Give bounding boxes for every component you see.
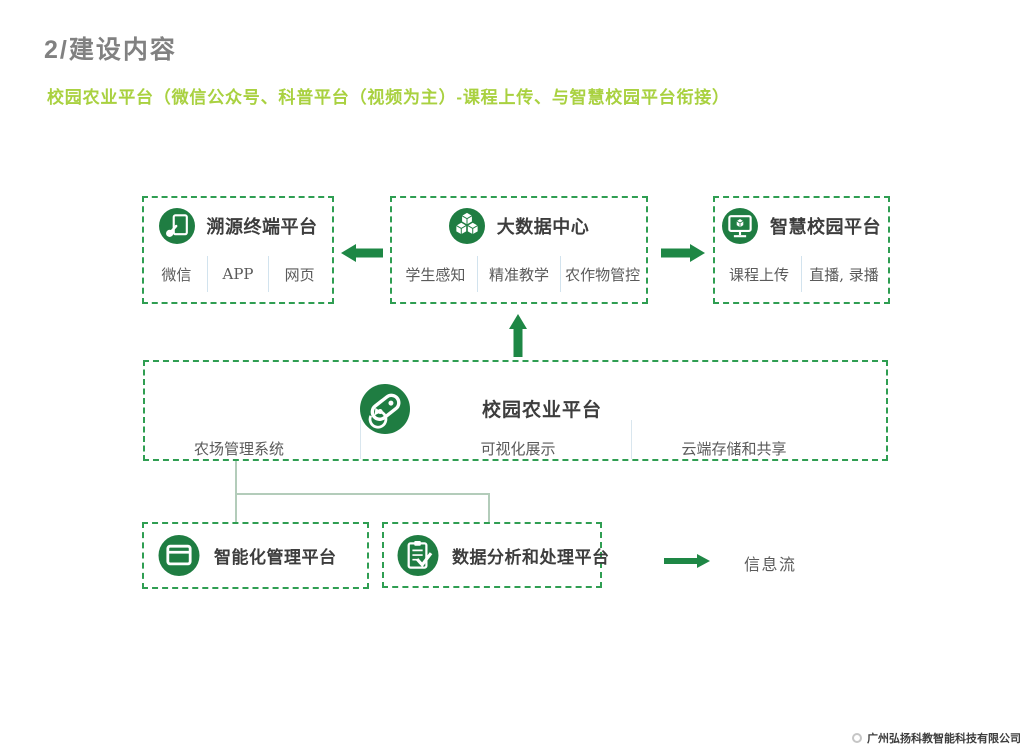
box-title: 大数据中心 <box>496 217 590 238</box>
box-header: 智慧校园平台 <box>715 208 888 244</box>
box-title: 数据分析和处理平台 <box>452 547 610 568</box>
box-header: 智能化管理平台 <box>144 524 367 587</box>
footer-logo-icon <box>852 733 862 743</box>
item-label: 学生感知 <box>405 265 466 284</box>
item-label: 精准教学 <box>489 265 550 284</box>
footer-company-name: 广州弘扬科教智能科技有限公司 <box>867 733 1021 745</box>
box-campus-agri: 校园农业平台 农场管理系统 可视化展示 云端存储和共享 <box>143 360 888 461</box>
item-label: 可视化展示 <box>480 440 556 458</box>
item-label: 微信 <box>161 265 192 284</box>
connector-line <box>488 493 490 522</box>
divider <box>560 256 562 292</box>
box-big-data-center: 大数据中心 学生感知 精准教学 农作物管控 <box>390 196 648 304</box>
box-header: 数据分析和处理平台 <box>384 524 609 586</box>
divider <box>360 420 361 459</box>
box-header: 大数据中心 <box>392 208 646 244</box>
box-title: 溯源终端平台 <box>206 217 318 238</box>
connector-line <box>235 461 237 522</box>
item-label: 农作物管控 <box>565 265 641 284</box>
data-cubes-icon <box>448 208 485 244</box>
browser-window-icon <box>158 535 200 576</box>
page-title: 2/建设内容 <box>44 36 177 64</box>
link-pill-icon <box>360 384 410 434</box>
item-label: 网页 <box>284 265 315 284</box>
box-items: 学生感知 精准教学 农作物管控 <box>394 252 644 296</box>
arrow-up-icon <box>509 314 527 357</box>
divider <box>206 256 208 292</box>
box-title: 智能化管理平台 <box>214 548 337 568</box>
arrow-right-icon <box>661 244 705 262</box>
box-title: 校园农业平台 <box>482 399 603 421</box>
box-header: 溯源终端平台 <box>144 208 332 244</box>
item-label: 课程上传 <box>728 265 789 284</box>
divider <box>268 256 270 292</box>
box-title: 智慧校园平台 <box>770 217 881 238</box>
monitor-cube-icon <box>722 208 758 244</box>
divider <box>476 256 478 292</box>
box-trace-terminal: 溯源终端平台 微信 APP 网页 <box>142 196 334 304</box>
divider <box>631 420 632 459</box>
legend-arrow-icon <box>664 554 710 568</box>
item-label: 直播, 录播 <box>809 265 879 284</box>
arrow-left-icon <box>341 244 383 262</box>
legend-label: 信息流 <box>744 555 797 574</box>
connector-line <box>235 493 490 495</box>
item-label: APP <box>222 265 254 283</box>
box-items: 课程上传 直播, 录播 <box>717 252 886 296</box>
item-label: 农场管理系统 <box>193 440 285 458</box>
box-data-analysis: 数据分析和处理平台 <box>382 522 609 588</box>
divider <box>801 256 802 292</box>
touch-terminal-icon <box>158 208 195 244</box>
item-label: 云端存储和共享 <box>681 440 787 458</box>
box-smart-campus: 智慧校园平台 课程上传 直播, 录播 <box>713 196 890 304</box>
clipboard-check-icon <box>397 534 439 576</box>
page-subtitle: 校园农业平台（微信公众号、科普平台（视频为主）-课程上传、与智慧校园平台衔接） <box>47 88 730 107</box>
box-items: 微信 APP 网页 <box>146 252 330 296</box>
box-intelligent-mgmt: 智能化管理平台 <box>142 522 369 589</box>
